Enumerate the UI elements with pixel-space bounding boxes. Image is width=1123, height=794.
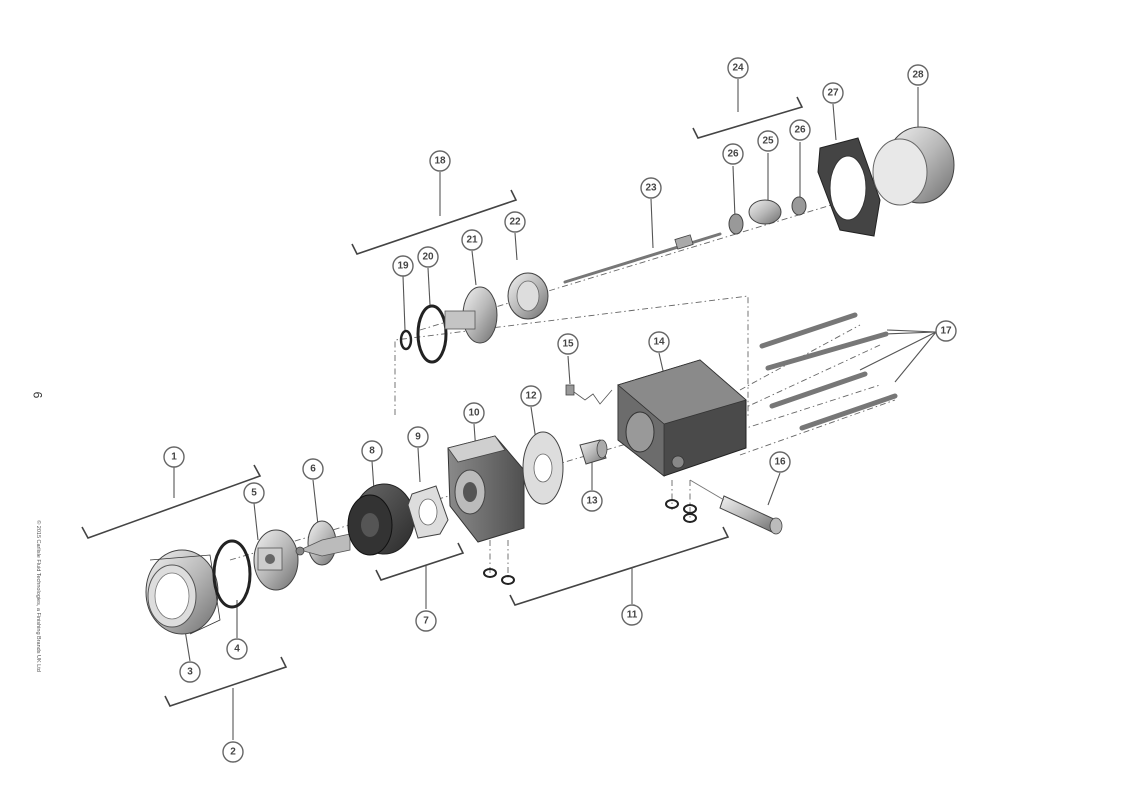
bracket-1 xyxy=(81,464,262,539)
callout-10: 10 xyxy=(463,402,485,424)
callout-number: 25 xyxy=(762,136,774,147)
callout-23: 23 xyxy=(640,177,662,199)
callout-number: 15 xyxy=(562,339,574,350)
callout-12: 12 xyxy=(520,385,542,407)
callout-number: 2 xyxy=(230,747,236,758)
callout-number: 12 xyxy=(525,391,537,402)
part-fluid-housing xyxy=(347,483,415,556)
callout-28: 28 xyxy=(907,64,929,86)
part-air-cap xyxy=(253,529,299,591)
bracket-18 xyxy=(351,189,518,255)
callout-22: 22 xyxy=(504,211,526,233)
assembly-centerlines xyxy=(229,174,931,580)
callout-number: 26 xyxy=(727,149,739,160)
callout-number: 27 xyxy=(827,88,839,99)
callout-number: 1 xyxy=(171,452,177,463)
part-fluid-tip xyxy=(295,520,351,566)
callout-1: 1 xyxy=(163,446,185,468)
callout-4: 4 xyxy=(226,638,248,660)
part-frame-27 xyxy=(817,137,881,237)
callout-number: 23 xyxy=(645,183,657,194)
callout-number: 24 xyxy=(732,63,744,74)
part-valve-16 xyxy=(689,479,783,535)
part-bolts-17 xyxy=(759,312,898,431)
callout-9: 9 xyxy=(407,426,429,448)
callout-18: 18 xyxy=(429,150,451,172)
callout-number: 19 xyxy=(397,261,409,272)
callout-27: 27 xyxy=(822,82,844,104)
callout-number: 13 xyxy=(586,496,598,507)
callout-11: 11 xyxy=(621,604,643,626)
callout-7: 7 xyxy=(415,610,437,632)
callout-19: 19 xyxy=(392,255,414,277)
callout-number: 8 xyxy=(369,446,375,457)
callout-26b: 26 xyxy=(789,119,811,141)
callouts: 1 2 3 4 5 6 7 8 9 10 11 12 13 14 15 16 1… xyxy=(163,57,957,763)
part-piston-21 xyxy=(444,286,498,344)
part-needle-23 xyxy=(563,232,722,284)
callout-25: 25 xyxy=(757,130,779,152)
parts xyxy=(145,126,955,635)
part-gasket-9 xyxy=(407,485,449,539)
callout-number: 10 xyxy=(468,408,480,419)
callout-8: 8 xyxy=(361,440,383,462)
bracket-24 xyxy=(692,96,804,139)
bracket-11 xyxy=(509,526,730,606)
part-bushing-13 xyxy=(579,439,608,465)
callout-6: 6 xyxy=(302,458,324,480)
bracket-2 xyxy=(164,656,288,707)
part-screw-15 xyxy=(565,384,613,405)
callout-number: 16 xyxy=(774,457,786,468)
bracket-7 xyxy=(375,542,465,581)
callout-number: 11 xyxy=(627,610,638,621)
callout-5: 5 xyxy=(243,482,265,504)
callout-13: 13 xyxy=(581,490,603,512)
callout-number: 26 xyxy=(794,125,806,136)
callout-number: 28 xyxy=(912,70,924,81)
part-ring-19 xyxy=(399,329,413,351)
callout-2: 2 xyxy=(222,741,244,763)
callout-14: 14 xyxy=(648,331,670,353)
callout-number: 22 xyxy=(509,217,521,228)
callout-number: 4 xyxy=(234,644,240,655)
part-ring-20 xyxy=(416,304,448,364)
callout-number: 14 xyxy=(653,337,665,348)
part-spring-22 xyxy=(507,272,549,320)
callout-number: 3 xyxy=(187,667,193,678)
callout-number: 6 xyxy=(310,464,316,475)
callout-21: 21 xyxy=(461,229,483,251)
part-front-body xyxy=(447,435,525,543)
callout-20: 20 xyxy=(417,246,439,268)
group-brackets xyxy=(81,96,804,707)
callout-number: 7 xyxy=(423,616,429,627)
callout-number: 17 xyxy=(940,326,952,337)
callout-15: 15 xyxy=(557,333,579,355)
callout-number: 21 xyxy=(466,235,478,246)
leader-lines xyxy=(173,79,937,740)
part-main-block xyxy=(617,359,747,477)
part-o-rings xyxy=(483,499,697,585)
callout-number: 18 xyxy=(434,156,446,167)
callout-number: 20 xyxy=(422,252,434,263)
callout-number: 5 xyxy=(251,488,257,499)
callout-16: 16 xyxy=(769,451,791,473)
callout-17: 17 xyxy=(935,320,957,342)
callout-number: 9 xyxy=(415,432,421,443)
callout-26a: 26 xyxy=(722,143,744,165)
part-air-cap-ring xyxy=(145,549,221,635)
part-plate-12 xyxy=(522,431,564,505)
callout-3: 3 xyxy=(179,661,201,683)
part-rear-cap-28 xyxy=(872,126,955,206)
part-spring-set-24 xyxy=(728,196,807,235)
callout-24: 24 xyxy=(727,57,749,79)
part-seal-ring-4 xyxy=(212,539,252,609)
